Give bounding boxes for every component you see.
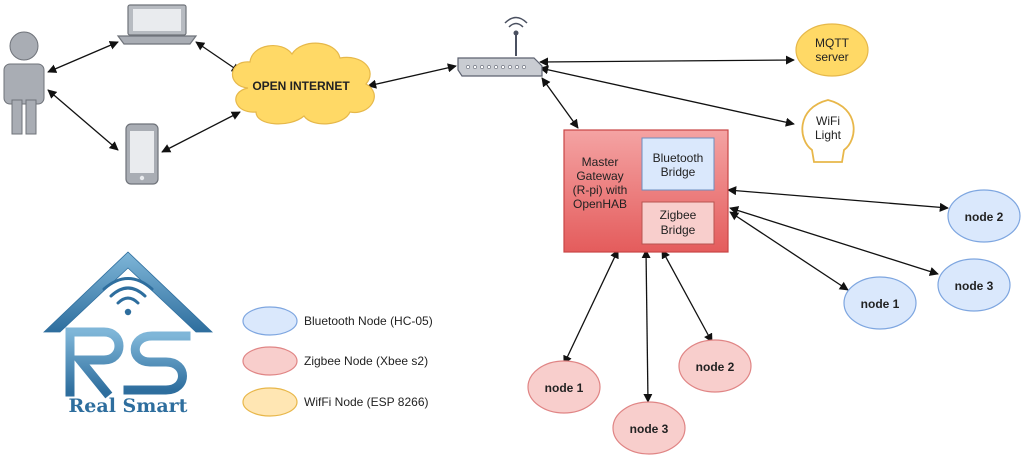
gateway-label-line4: OpenHAB (573, 197, 627, 211)
wifi-light-label-line2: Light (815, 128, 842, 142)
edge-gateway-zbnode3 (641, 249, 653, 403)
bluetooth-bridge: Bluetooth Bridge (641, 137, 715, 191)
zb-node-2-label: node 2 (696, 360, 735, 374)
rs-monogram (65, 327, 191, 399)
smartphone-icon (125, 123, 159, 185)
wifi-icon (102, 277, 154, 316)
bluetooth-node-1: node 1 (843, 276, 917, 330)
bluetooth-bridge-line1: Bluetooth (653, 151, 704, 165)
bluetooth-node-2: node 2 (947, 189, 1021, 243)
gateway-label-line3: (R-pi) with (573, 183, 628, 197)
legend-bluetooth-label: Bluetooth Node (HC-05) (304, 314, 433, 328)
legend-wifi-label: WifFi Node (ESP 8266) (304, 395, 429, 409)
zigbee-node-3: node 3 (612, 401, 686, 455)
legend-item-wifi: WifFi Node (ESP 8266) (242, 387, 429, 417)
edge-gateway-zbnode1 (563, 249, 619, 365)
edge-laptop-internet (195, 41, 241, 73)
bt-node-2-label: node 2 (965, 210, 1004, 224)
gateway-label: Master Gateway (R-pi) with OpenHAB (573, 155, 628, 211)
edge-gateway-btnode1 (729, 211, 849, 291)
lightbulb-icon: WiFi Light (801, 99, 855, 163)
edge-gateway-btnode2 (727, 186, 949, 212)
zb-node-1-label: node 1 (545, 381, 584, 395)
internet-label: OPEN INTERNET (252, 79, 350, 93)
zigbee-node-1: node 1 (527, 360, 601, 414)
connections (47, 41, 949, 403)
router-icon (457, 16, 543, 77)
internet-cloud: OPEN INTERNET (231, 42, 375, 125)
legend-item-bluetooth: Bluetooth Node (HC-05) (242, 306, 433, 336)
zigbee-node-2: node 2 (678, 339, 752, 393)
mqtt-label-line2: server (815, 50, 848, 64)
wifi-light-label-line1: WiFi (816, 114, 840, 128)
zigbee-bridge: Zigbee Bridge (641, 201, 715, 245)
laptop-icon (116, 4, 198, 45)
edge-gateway-btnode3 (729, 206, 939, 276)
legend-zigbee-label: Zigbee Node (Xbee s2) (304, 354, 428, 368)
legend: Bluetooth Node (HC-05) Zigbee Node (Xbee… (242, 306, 433, 417)
logo-brand-text: Real Smart (69, 395, 188, 417)
mqtt-server-node: MQTT server (795, 23, 869, 77)
bt-node-1-label: node 1 (861, 297, 900, 311)
edge-internet-router (367, 63, 457, 89)
mqtt-label-line1: MQTT (815, 36, 850, 50)
edge-user-phone (47, 89, 119, 151)
bt-node-3-label: node 3 (955, 279, 994, 293)
zb-node-3-label: node 3 (630, 422, 669, 436)
bluetooth-bridge-line2: Bridge (661, 165, 696, 179)
zigbee-bridge-line1: Zigbee (660, 208, 697, 222)
edge-user-laptop (47, 41, 119, 73)
edge-gateway-zbnode2 (661, 249, 713, 343)
edge-router-gateway (541, 77, 579, 129)
edge-router-wifilight (539, 65, 795, 127)
real-smart-logo: Real Smart (43, 251, 213, 417)
edge-phone-internet (161, 111, 241, 153)
gateway-label-line1: Master (582, 155, 619, 169)
edge-router-mqtt (539, 55, 795, 67)
bluetooth-node-3: node 3 (937, 258, 1011, 312)
legend-item-zigbee: Zigbee Node (Xbee s2) (242, 346, 428, 376)
gateway-label-line2: Gateway (576, 169, 623, 183)
user-icon (3, 31, 45, 135)
master-gateway: Master Gateway (R-pi) with OpenHAB Bluet… (563, 129, 729, 253)
zigbee-bridge-line2: Bridge (661, 223, 696, 237)
